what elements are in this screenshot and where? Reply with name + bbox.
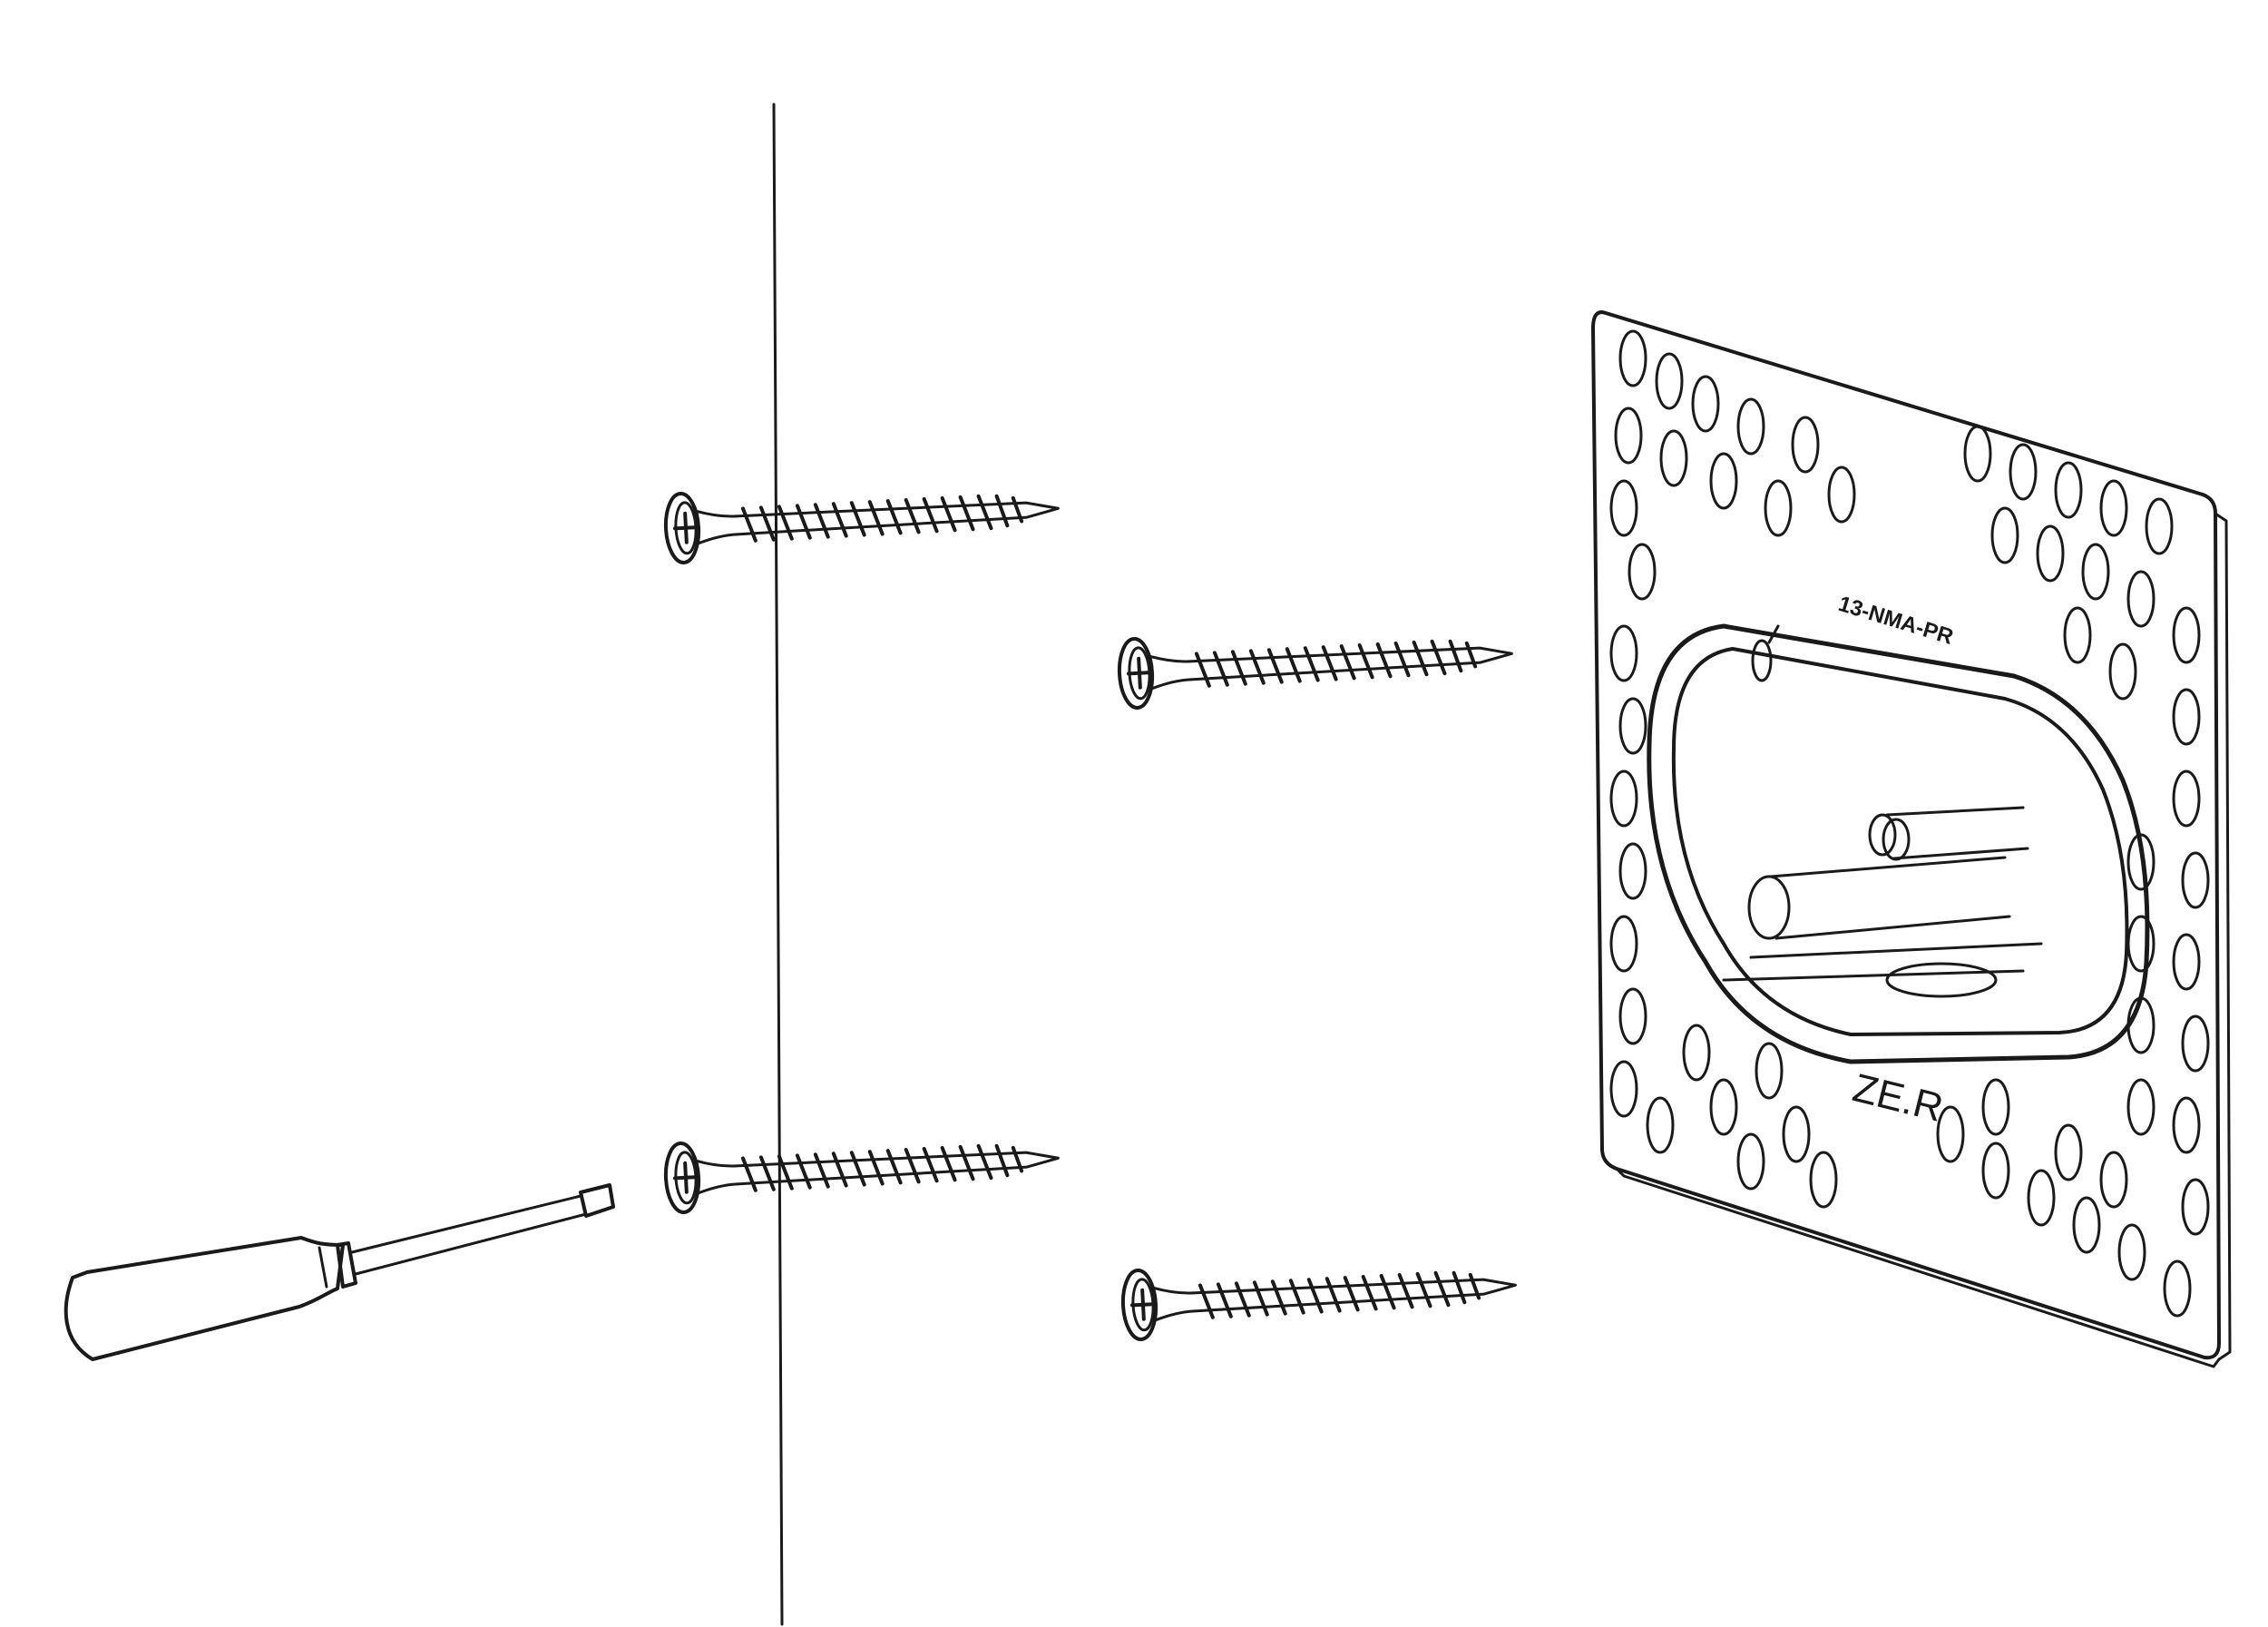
screw-icon bbox=[664, 1123, 1060, 1213]
screw-icon bbox=[1121, 1250, 1517, 1340]
plate-model-label: 13-NMA-PR bbox=[1835, 592, 1956, 650]
mounting-plate-icon: 13-NMA-PR ZE.R bbox=[1591, 310, 2232, 1368]
screw-icon bbox=[1118, 619, 1513, 709]
wall-line bbox=[772, 103, 784, 1626]
screwdriver-icon bbox=[64, 1183, 615, 1361]
screw-icon bbox=[664, 474, 1060, 564]
plate-logo: ZE.R bbox=[1849, 1065, 1948, 1131]
